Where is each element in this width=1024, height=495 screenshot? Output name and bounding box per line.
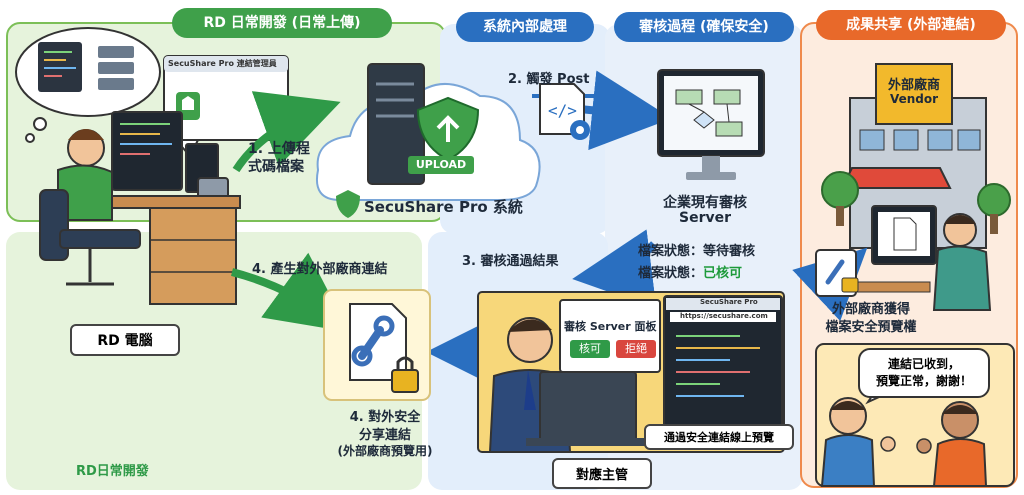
status-pending: 檔案狀態：等待審核 [638, 244, 756, 259]
vendor-link-card-icon [815, 249, 859, 297]
vendor-reply-line1: 連結已收到， [887, 357, 960, 371]
step4-share-line1: 4. 對外安全 [349, 410, 421, 425]
step2-label: 2. 觸發 Post [508, 72, 590, 87]
vendor-reply-line2: 預覽正常，謝謝！ [875, 374, 972, 388]
review-panel-title: 審核 Server 面板 [564, 320, 657, 333]
step4-create-label: 4. 產生對外部廠商連結 [252, 262, 388, 277]
vendor-sign-line2: Vendor [889, 92, 939, 106]
review-server-monitor [657, 69, 765, 180]
code-file-icon: </> [539, 83, 590, 140]
browser-title: SecuShare Pro [700, 298, 758, 306]
vendor-access-line2: 檔案安全預覽權 [825, 320, 917, 335]
preview-caption: 通過安全連結線上預覽 [644, 424, 794, 450]
reject-button[interactable]: 拒絕 [616, 340, 656, 358]
vendor-reply-bubble: 連結已收到， 預覽正常，謝謝！ [858, 348, 990, 398]
rd-pc-label: RD 電腦 [70, 324, 180, 356]
status-approved-value: 已核可 [703, 266, 743, 281]
step4-share-line3: (外部廠商預覽用) [337, 444, 433, 458]
vendor-sign-line1: 外部廠商 [887, 78, 940, 93]
browser-url: https://secushare.com [680, 312, 768, 320]
step1-label: 1. 上傳程式碼檔案 [248, 141, 310, 175]
link-manager-window-title: SecuShare Pro 連結管理員 [168, 59, 277, 68]
secushare-logo-icon [336, 190, 360, 218]
system-internal-header: 系統內部處理 [456, 12, 594, 42]
approve-button[interactable]: 核可 [570, 340, 610, 358]
vendor-worker [819, 205, 992, 311]
step3-label: 3. 審核通過結果 [462, 254, 559, 269]
review-process-header: 審核過程 (確保安全) [614, 12, 794, 42]
share-header: 成果共享 (外部連結) [816, 10, 1006, 40]
status-approved-label: 檔案狀態： [638, 266, 704, 281]
manager-scene [477, 291, 785, 453]
rd-bottom-label: RD日常開發 [76, 464, 149, 479]
rd-developer-illustration [39, 111, 241, 305]
thought-cloud-icon [15, 27, 161, 143]
vendor-access-line1: 外部廠商獲得 [831, 302, 910, 317]
secushare-cloud-server [316, 63, 541, 201]
svg-text:</>: </> [548, 101, 577, 120]
status-approved-row: 檔案狀態：已核可 [638, 262, 742, 281]
manager-name-label: 對應主管 [552, 458, 652, 489]
review-server-name-line2: Server [678, 210, 731, 226]
secushare-system-name: SecuShare Pro 系統 [364, 198, 523, 216]
secure-link-card [323, 289, 431, 401]
rd-daily-header: RD 日常開發 (日常上傳) [172, 8, 392, 38]
review-server-name-line1: 企業現有審核 [663, 195, 747, 211]
step4-share-line2: 分享連結 [358, 428, 411, 443]
upload-badge: UPLOAD [415, 158, 467, 171]
